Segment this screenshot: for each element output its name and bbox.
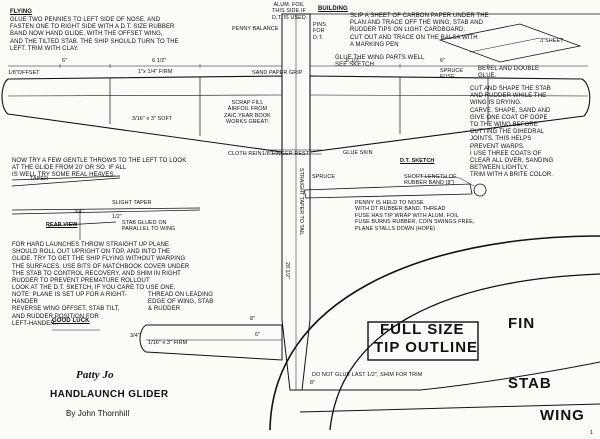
finishing-instructions: CUT AND SHAPE THE STAB AND RUDDER WHILE … — [470, 86, 554, 179]
alum-foil-note: ALUM. FOIL THIS SIDE IF D.T. IS USED — [272, 2, 306, 21]
full-size-box — [367, 321, 479, 361]
stab-glued-note: STAB GLUED ON PARALLEL TO WING — [122, 220, 176, 233]
rubber-band-label: SHORT LENGTH OF RUBBER BAND (8") — [404, 174, 457, 187]
straight-taper-label: STRAIGHT TAPER TO TAIL — [298, 168, 304, 236]
tip-outline-curve — [269, 235, 600, 431]
flying-heading: FLYING — [10, 9, 33, 15]
scrap-fill-note: SCRAP FILL AIRFOIL FROM ZAIC YEAR BOOK W… — [224, 100, 271, 126]
tip-outline-title: TIP OUTLINE — [374, 339, 479, 356]
stab-firm-label: 1/16" x 3" FIRM — [148, 340, 188, 346]
cloth-rein-label: CLOTH REIN — [228, 151, 262, 157]
dim-6c: 6 1/2" — [346, 58, 361, 64]
thread-leading-note: THREAD ON LEADING EDGE OF WING, STAB & R… — [148, 292, 214, 313]
glue-wing-parts-label: GLUE THE WING PARTS WELL SEE SKETCH — [335, 55, 425, 69]
stab-label: STAB — [508, 375, 552, 392]
plan-title: Patty Jo — [76, 369, 114, 381]
finger-rest-label: 1/8"FINGER REST — [262, 151, 310, 157]
dt-sketch-heading: D.T. SKETCH — [400, 158, 435, 164]
flying-instructions: GLUE TWO PENNIES TO LEFT SIDE OF NOSE, A… — [10, 17, 179, 52]
glue-skin-label: GLUE SKIN — [343, 150, 373, 156]
dim-20: 20 1/2" — [284, 262, 290, 279]
page-number: 1 — [590, 430, 594, 436]
bevel-glue-label: BEVEL AND DOUBLE GLUE. — [478, 66, 540, 80]
slight-taper-label: SLIGHT TAPER — [112, 200, 152, 206]
good-luck-text: GOOD LUCK — [52, 318, 90, 324]
full-size-title: FULL SIZE — [380, 321, 465, 338]
fin-label: FIN — [508, 315, 536, 332]
soft-label: 3/16" x 3" SOFT — [132, 116, 173, 122]
offset-label: 1/8"OFFSET — [8, 70, 40, 76]
dim-stab: 3/4" — [130, 333, 140, 339]
throw-instructions: NOW TRY A FEW GENTLE THROWS TO THE LEFT … — [12, 158, 187, 179]
building-heading: BUILDING — [318, 6, 348, 12]
building-instructions: SLIP A SHEET OF CARBON PAPER UNDER THE P… — [350, 13, 489, 48]
taper-label: TAPER — [30, 176, 49, 182]
penny-balance-label: PENNY BALANCE — [232, 26, 279, 32]
wing-outline — [1, 75, 283, 153]
plan-author: By John Thornhill — [66, 409, 130, 418]
dim-8b: 8" — [310, 380, 316, 386]
plan-subtitle: HANDLAUNCH GLIDER — [50, 389, 169, 400]
dim-6d: 6" — [440, 58, 446, 64]
spruce-fuse-label: SPRUCE FUSE — [440, 68, 464, 81]
spruce-label: SPRUCE — [312, 174, 336, 180]
dim-6b: 6 1/2" — [152, 58, 167, 64]
do-not-glue-note: DO NOT GLUE LAST 1/2", SHIM FOR TRIM — [312, 372, 423, 378]
dim-3-4: 3/4" — [74, 209, 84, 215]
sheet-label: 3"SHEET — [540, 38, 564, 44]
firm-label: 1"x 1/4" FIRM — [138, 69, 173, 75]
stab-outline — [139, 324, 283, 361]
left-hander-note: NOTE: PLANE IS SET UP FOR A RIGHT-HANDER… — [12, 292, 127, 327]
dim-1-2: 1/2" — [112, 214, 122, 220]
dim-6a: 6" — [62, 58, 68, 64]
dim-8a: 8" — [250, 316, 256, 322]
pins-for-dt-label: PINS FOR D.T. — [313, 22, 326, 41]
dt-description: PENNY IS HELD TO NOSE WITH DT RUBBER BAN… — [355, 200, 475, 232]
hard-launch-instructions: FOR HARD LAUNCHES THROW STRAIGHT UP PLAN… — [12, 242, 190, 292]
dim-6e: 6" — [255, 332, 261, 338]
rear-view-heading: REAR VIEW — [46, 222, 78, 228]
wing-label: WING — [540, 407, 585, 424]
sand-paper-label: SAND PAPER GRIP — [252, 70, 303, 76]
